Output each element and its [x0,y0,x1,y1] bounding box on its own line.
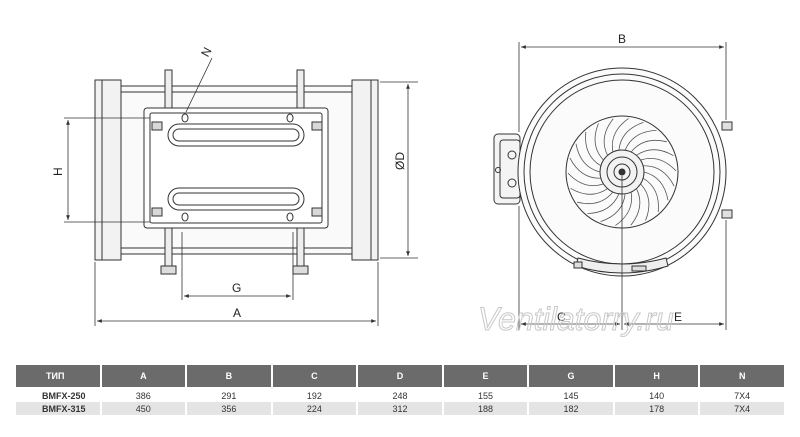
table-cell: 145 [529,387,613,402]
col-header: N [700,365,784,387]
impeller-blade [567,172,604,187]
table-row: BMFX-315 450 356 224 312 188 182 178 7X4 [16,402,784,415]
side-view [94,69,379,275]
impeller-blade [585,131,602,167]
impeller-blade [618,122,644,151]
table-cell: 248 [358,387,442,402]
impeller-blade [640,183,650,221]
table-cell: 182 [529,402,613,415]
impeller-blade [636,149,674,157]
label-a: A [233,306,241,320]
col-header: D [358,365,442,387]
table-cell: 356 [187,402,271,415]
impeller-blade [611,118,629,153]
impeller-blade [603,118,614,156]
table-cell: 155 [443,387,528,402]
spec-table-header: ТИП A B C D E G H N [16,365,784,387]
impeller-blade [643,165,675,187]
impeller-blade [642,177,659,213]
impeller-blade [630,139,667,153]
table-row: BMFX-250 386 291 192 248 155 145 140 7X4 [16,387,784,402]
label-d: ØD [393,152,407,170]
table-cell: 386 [101,387,186,402]
table-cell: 140 [614,387,699,402]
label-g: G [232,281,241,295]
table-cell: 7X4 [700,387,784,402]
impeller-blade [594,123,604,161]
impeller-blade [575,143,601,173]
col-header: G [529,365,613,387]
col-header: B [187,365,271,387]
table-cell: 450 [101,402,186,415]
col-header: A [101,365,186,387]
col-header: H [614,365,699,387]
table-cell: 192 [272,387,357,402]
front-view [493,67,733,277]
table-cell: 7X4 [700,402,784,415]
impeller-blade [587,193,620,214]
front-view-dimensions [518,42,727,330]
table-cell: 312 [358,402,442,415]
table-cell: BMFX-315 [16,402,100,415]
impeller-blade [615,191,633,226]
label-h: H [51,167,65,176]
technical-drawing: N H G A ØD [51,32,733,338]
impeller-blade [600,193,626,222]
impeller-blades [567,118,677,226]
side-view-dimensions [64,57,418,326]
impeller-blade [640,157,677,172]
impeller-blade [624,130,657,151]
label-e: E [674,310,682,324]
table-cell: 188 [443,402,528,415]
table-cell: 291 [187,387,271,402]
label-c: C [557,310,566,324]
label-b: B [618,32,626,46]
table-cell: BMFX-250 [16,387,100,402]
col-header: ТИП [16,365,100,387]
spec-table: ТИП A B C D E G H N BMFX-250 386 291 192… [14,365,786,415]
table-cell: 178 [614,402,699,415]
watermark: Ventilatorry.ru [478,301,674,337]
table-cell: 224 [272,402,357,415]
impeller-blade [577,191,614,205]
impeller-blade [570,187,608,195]
impeller-blade [630,188,641,226]
impeller-blade [643,171,669,201]
col-header: C [272,365,357,387]
impeller-blade [569,157,601,179]
label-n: N [198,45,214,59]
col-header: E [443,365,528,387]
